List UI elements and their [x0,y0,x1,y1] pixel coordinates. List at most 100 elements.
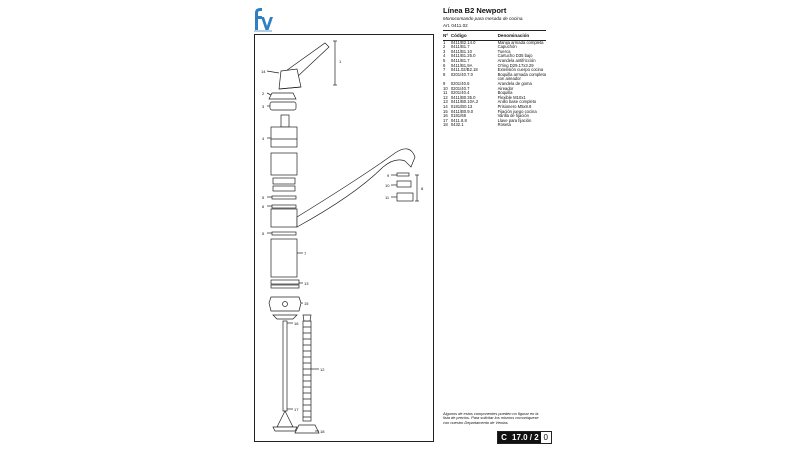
part-body-lower [270,208,298,228]
row-num: 8 [443,71,446,77]
row-num: 3 [443,48,446,54]
row-code: 0411/B1.25.0 [450,53,476,59]
fv-logo-icon [252,6,274,32]
row-num: 15 [443,108,448,114]
table-row: 3 0411/B1.10 Tuerca [443,48,546,55]
part-key [276,410,294,428]
page-section: C [498,432,510,443]
row-code: 0201/40.7.0 [450,71,473,77]
table-row: 8 0201/40.7.0 Boquilla armada completa [443,71,546,78]
callout-6: 6 [262,204,265,209]
row-num: 6 [443,62,446,68]
table-row: 6 0411/B1.9A O'ring D29.17x3.29 [443,62,546,69]
exploded-diagram: 1 14 2 3 4 5 6 5 7 8 9 10 11 13 15 16 12… [261,40,424,434]
part-cartridge-stem [280,114,290,128]
col-num-header: Nº [443,33,451,41]
part-nut [269,101,297,111]
callout-10: 10 [385,183,390,188]
row-name: Llave para fijación [497,117,532,123]
row-code: 0411/B1.9A [450,62,473,68]
row-num: 17 [443,117,448,123]
callout-7: 7 [304,251,307,256]
row-code: 0411/B1.10 [450,48,472,54]
page-title: Línea B2 Newport [443,6,507,15]
row-name: Aireador [497,85,514,91]
part-rosette [294,424,320,434]
row-num: 13 [443,99,448,105]
row-code: 0201/40.7 [450,85,470,91]
parts-table-header: Nº Código Denominación [443,33,546,41]
part-oring [271,204,297,209]
row-name: Capuchón [497,44,517,50]
row-num: 18 [443,122,448,128]
row-code: 0411.02/B2.18 [450,67,478,73]
row-code: 0411.8.8 [450,117,467,123]
part-fixing [268,296,302,312]
row-name: Arandela antifricción [497,57,536,63]
document-header: Línea B2 Newport Monocomando para mesada… [443,6,743,29]
row-name: Boquilla [497,90,513,96]
col-code-header: Código [450,33,498,41]
row-name: con aireador [497,76,521,82]
row-num: 2 [443,44,446,50]
row-num: 12 [443,94,448,100]
callout-9: 9 [387,173,390,178]
row-code: 0411/B1.7 [450,44,470,50]
callout-17: 17 [294,407,299,412]
row-num: 14 [443,103,448,109]
col-name-header: Denominación [497,33,546,41]
table-row: con aireador [443,77,546,82]
row-name: Boquilla armada completa [497,71,546,77]
row-name: Extensión cuerpo cocina [497,67,544,73]
callout-14: 14 [261,69,266,74]
row-name: Manija armada completa [497,39,544,45]
row-name: Arandela de goma [497,80,532,86]
row-num: 16 [443,113,448,119]
row-name: Flexible M10x1 [497,94,526,100]
row-code: 0411/B0.10A.2 [450,99,479,105]
row-num: 10 [443,85,448,91]
header-divider [443,30,546,31]
row-name: Varilla de fijación [497,113,529,119]
row-num: 1 [443,39,446,45]
callout-15: 15 [304,301,309,306]
page-number-box: C 17.0 / 2 0 [497,431,552,444]
row-num: 5 [443,57,446,63]
part-rubber-washer [396,172,410,177]
row-name: Tuerca [497,48,511,54]
part-flexible-hose [302,320,312,422]
handle-body [278,68,302,90]
exploded-diagram-panel: 1 14 2 3 4 5 6 5 7 8 9 10 11 13 15 16 12… [254,34,434,442]
row-code: 0181/B0.13 [450,103,473,109]
row-name: Cartucho D35 bajo [497,53,533,59]
row-num: 11 [443,90,448,96]
footnote: Algunos de estos componentes pueden no f… [443,411,539,425]
row-code: 0181/68 [450,113,466,119]
table-row: 2 0411/B1.7 Capuchón [443,45,546,50]
callout-1: 1 [339,59,342,64]
row-code: 0411/B1.7 [450,57,470,63]
page-number: 17.0 / 2 [510,432,541,443]
callout-5b: 5 [262,231,265,236]
callout-2: 2 [262,91,265,96]
row-name: Prisionero M5x8.8 [497,103,532,109]
part-base-ring [270,279,300,285]
callout-8: 8 [421,186,424,191]
callout-16: 16 [294,321,299,326]
row-code: 0201/40.6 [450,80,470,86]
row-code: 0411/B0.9.0 [450,108,474,114]
part-nozzle [396,192,414,202]
row-code: 0201/40.4 [450,90,470,96]
row-name: O'ring D29.17x3.29 [497,62,534,68]
